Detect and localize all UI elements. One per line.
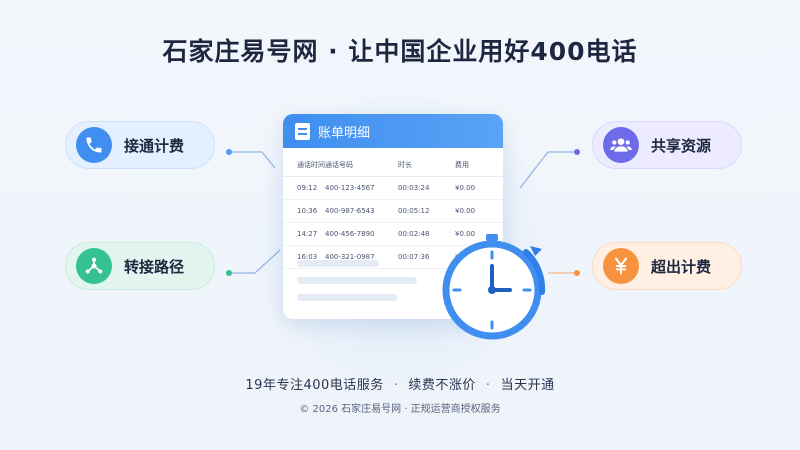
table-cell: ¥0.00 [455, 176, 503, 200]
table-cell: 400-987-6543 [325, 199, 398, 223]
bill-detail-card: 账单明细 通话时间 通话号码 时长 费用 09:12 400-123-4567 … [283, 114, 503, 319]
bill-header: 账单明细 [283, 114, 503, 148]
column-header: 费用 [455, 154, 503, 177]
feature-label: 共享资源 [651, 136, 712, 155]
users-icon [603, 127, 639, 163]
column-header: 通话号码 [325, 154, 398, 177]
table-cell: 00:07:36 [398, 245, 455, 269]
placeholder-line [297, 294, 397, 301]
page-title: 石家庄易号网 · 让中国企业用好400电话 [162, 37, 638, 66]
table-cell: 400-456-7890 [325, 222, 398, 246]
table-cell: 14:27 [283, 222, 325, 246]
feature-overage-billing: 超出计费 [592, 242, 742, 290]
tagline-item: 续费不涨价 [408, 378, 476, 393]
feature-forward-path: 转接路径 [65, 242, 215, 290]
column-header: 时长 [398, 154, 455, 177]
table-row: 10:36 400-987-6543 00:05:12 ¥0.00 [283, 199, 503, 223]
table-cell: 00:02:48 [398, 222, 455, 246]
placeholder-line [297, 260, 379, 267]
yen-icon [603, 248, 639, 284]
table-cell: 400-123-4567 [325, 176, 398, 200]
document-icon [295, 122, 310, 140]
bill-title: 账单明细 [318, 125, 371, 141]
table-cell: 10:36 [283, 199, 325, 223]
bill-table-header: 通话时间 通话号码 时长 费用 [283, 154, 503, 177]
table-cell: 00:03:24 [398, 176, 455, 200]
phone-icon [76, 127, 112, 163]
table-cell: ¥0.00 [455, 199, 503, 223]
stopwatch-icon [442, 234, 546, 340]
feature-shared-resources: 共享资源 [592, 121, 742, 169]
table-cell: 09:12 [283, 176, 325, 200]
table-cell: 00:05:12 [398, 199, 455, 223]
feature-label: 转接路径 [124, 257, 185, 276]
feature-connect-billing: 接通计费 [65, 121, 215, 169]
table-row: 09:12 400-123-4567 00:03:24 ¥0.00 [283, 176, 503, 200]
bill-table: 通话时间 通话号码 时长 费用 09:12 400-123-4567 00:03… [283, 154, 503, 269]
tagline-item: 19年专注400电话服务 [245, 378, 384, 393]
footer-copyright: © 2026 石家庄易号网 · 正规运营商授权服务 [299, 404, 501, 415]
separator-dot: · [393, 378, 399, 393]
table-row: 14:27 400-456-7890 00:02:48 ¥0.00 [283, 222, 503, 246]
tagline-item: 当天开通 [500, 378, 555, 393]
feature-label: 超出计费 [651, 257, 712, 276]
feature-label: 接通计费 [124, 136, 185, 155]
network-icon [76, 248, 112, 284]
tagline: 19年专注400电话服务 · 续费不涨价 · 当天开通 [0, 374, 800, 393]
separator-dot: · [485, 378, 491, 393]
column-header: 通话时间 [283, 154, 325, 177]
placeholder-line [297, 277, 417, 284]
